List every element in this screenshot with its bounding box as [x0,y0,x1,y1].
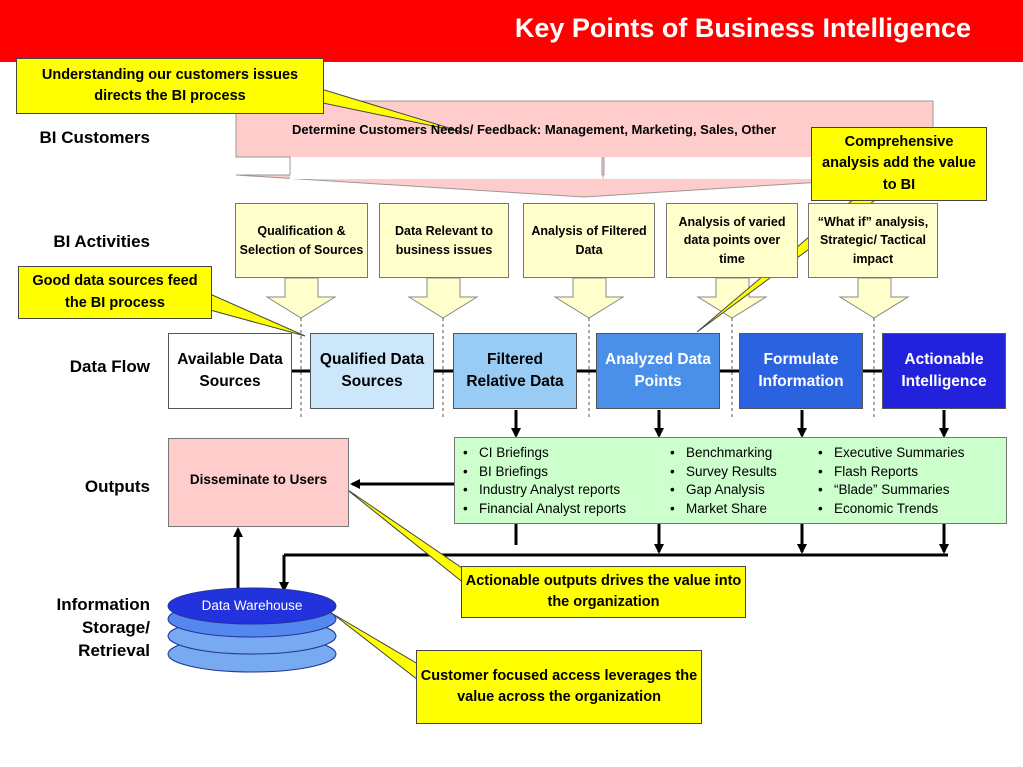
callout-actionable: Actionable outputs drives the value into… [461,566,746,618]
list-item: Economic Trends [810,500,965,519]
flow-formulate-information: Formulate Information [739,333,863,409]
activity-analysis-varied: Analysis of varied data points over time [666,203,798,278]
flow-actionable-intelligence: Actionable Intelligence [882,333,1006,409]
list-item: Market Share [662,500,777,519]
activity-data-relevant: Data Relevant to business issues [379,203,509,278]
outputs-list-3: Executive Summaries Flash Reports “Blade… [810,444,965,518]
callout-comprehensive: Comprehensive analysis add the value to … [811,127,987,201]
list-item: Executive Summaries [810,444,965,463]
outputs-box: CI Briefings BI Briefings Industry Analy… [454,437,1007,524]
list-item: Survey Results [662,463,777,482]
row-label-storage-line1: Information [56,595,151,614]
list-item: Flash Reports [810,463,965,482]
disseminate-to-users: Disseminate to Users [168,438,349,527]
row-label-bi-customers: BI Customers [39,128,150,147]
data-warehouse-label: Data Warehouse [201,598,303,613]
activity-down-arrow-2 [407,277,479,319]
flow-analyzed-data-points: Analyzed Data Points [596,333,720,409]
title-bar [0,0,1023,62]
flow-qualified-data-sources: Qualified Data Sources [310,333,434,409]
page-title: Key Points of Business Intelligence [514,13,971,43]
list-item: “Blade” Summaries [810,481,965,500]
row-label-storage: Information Storage/ Retrieval [0,594,151,663]
list-item: Industry Analyst reports [455,481,626,500]
callout-understanding: Understanding our customers issues direc… [16,58,324,114]
outputs-list-2: Benchmarking Survey Results Gap Analysis… [662,444,777,518]
customers-needs-label: Determine Customers Needs/ Feedback: Man… [292,122,777,137]
list-item: BI Briefings [455,463,626,482]
activity-down-arrow-1 [265,277,337,319]
flow-filtered-relative-data: Filtered Relative Data [453,333,577,409]
row-label-bi-activities: BI Activities [53,232,150,251]
list-item: CI Briefings [455,444,626,463]
callout-pointer-customer-focused [332,613,419,682]
activity-what-if: “What if” analysis, Strategic/ Tactical … [808,203,938,278]
callout-customer-focused: Customer focused access leverages the va… [416,650,702,724]
list-item: Financial Analyst reports [455,500,626,519]
row-label-data-flow: Data Flow [69,357,150,376]
list-item: Gap Analysis [662,481,777,500]
row-label-storage-line3: Retrieval [78,640,150,660]
activity-qualification: Qualification & Selection of Sources [235,203,368,278]
activity-analysis-filtered: Analysis of Filtered Data [523,203,655,278]
cylinder-stack-icon [167,587,337,673]
list-item: Benchmarking [662,444,777,463]
activity-down-arrow-3 [553,277,625,319]
outputs-list-1: CI Briefings BI Briefings Industry Analy… [455,444,626,518]
activity-down-arrow-5 [838,277,910,319]
flow-available-data-sources: Available Data Sources [168,333,292,409]
callout-pointer-actionable [344,487,466,586]
row-label-storage-line2: Storage/ [81,617,150,637]
callout-good-data: Good data sources feed the BI process [18,266,212,319]
row-label-outputs: Outputs [84,477,150,496]
